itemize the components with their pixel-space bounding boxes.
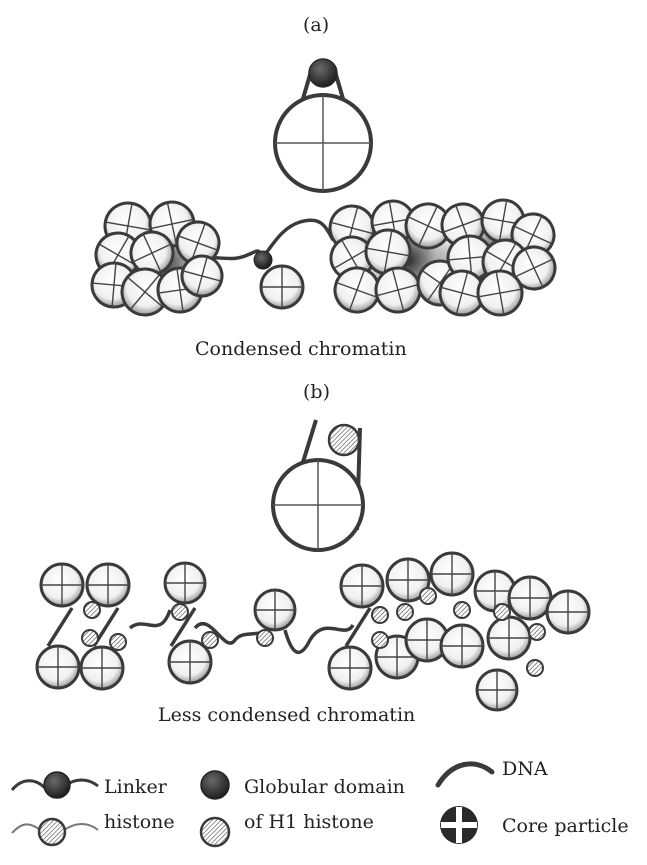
linker-histone-b-1 — [84, 602, 100, 618]
core-particle-b-6 — [81, 647, 123, 689]
panel-a-condensed-fiber — [88, 197, 562, 325]
core-particle-b-19 — [477, 670, 517, 710]
core-particle-b-8 — [341, 565, 383, 607]
panel-b-nucleosome-detail — [273, 420, 363, 550]
linker-histone-b-7 — [372, 607, 388, 623]
core-particle-b-4 — [255, 590, 295, 630]
legend-dna-icon — [438, 764, 492, 785]
linker-histone-b-6 — [257, 630, 273, 646]
linker-histone-b-13 — [527, 660, 543, 676]
linker-histone-b-9 — [420, 588, 436, 604]
linker-histone-b-10 — [454, 602, 470, 618]
globular-domain-icon — [309, 59, 337, 87]
core-particle-b-17 — [441, 625, 483, 667]
core-particle-b-7 — [169, 641, 211, 683]
panel-b-fiber — [37, 553, 589, 710]
panel-a-nucleosome-detail — [275, 59, 371, 191]
legend-hatched-globular-icon — [201, 818, 229, 846]
legend-core-particle-icon — [440, 806, 478, 844]
core-particle-b-14 — [329, 647, 371, 689]
core-particle-b-2 — [87, 564, 129, 606]
linker-histone-b-3 — [110, 634, 126, 650]
legend-linker-icon — [44, 772, 70, 798]
globular-domain-a — [255, 252, 271, 268]
linker-histone-b-5 — [202, 632, 218, 648]
core-particle-b-13 — [547, 591, 589, 633]
core-particle-b-12 — [509, 577, 551, 619]
linker-histone-b-8 — [397, 604, 413, 620]
core-particle-b-10 — [431, 553, 473, 595]
hatched-globular-icon — [329, 425, 359, 455]
legend-hatched-linker-icon — [39, 819, 65, 845]
legend — [12, 764, 492, 846]
core-particle-b-1 — [41, 564, 83, 606]
linker-histone-b-2 — [82, 630, 98, 646]
linker-histone-b-12 — [529, 624, 545, 640]
core-particle-b-5 — [37, 646, 79, 688]
linker-histone-b-4 — [172, 604, 188, 620]
legend-globular-icon — [201, 771, 229, 799]
linker-histone-b-11 — [494, 604, 510, 620]
core-particle-b-3 — [165, 563, 205, 603]
core-particle-b-18 — [488, 617, 530, 659]
core-particle-a-10 — [261, 266, 303, 308]
linker-histone-b-14 — [372, 632, 388, 648]
